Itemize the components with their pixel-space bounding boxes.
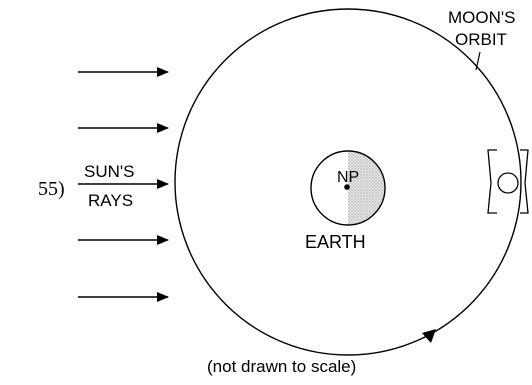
moon-orbit-circle <box>174 8 522 356</box>
moon-circle <box>497 172 519 194</box>
sun-rays-label-line2: RAYS <box>88 191 133 210</box>
orbit-label-line2: ORBIT <box>455 30 507 49</box>
question-number: 55) <box>38 178 65 200</box>
sun-rays-label-line1: SUN'S <box>84 162 134 181</box>
sun-rays <box>78 67 169 302</box>
earth-label: EARTH <box>305 232 366 252</box>
moon-bracket-left <box>487 149 497 214</box>
earth <box>310 150 386 226</box>
orbit-label-leader-line <box>475 51 481 71</box>
earth-night-side <box>348 151 385 225</box>
orbit-label-line1: MOON'S <box>448 8 515 27</box>
orbit-direction-arrow <box>422 329 436 343</box>
moon-bracket-right <box>520 149 529 214</box>
caption: (not drawn to scale) <box>207 357 356 376</box>
north-pole-label: NP <box>337 169 359 186</box>
earth-circle <box>310 150 386 226</box>
north-pole-dot <box>344 184 350 190</box>
moon-position-marker <box>487 149 529 214</box>
